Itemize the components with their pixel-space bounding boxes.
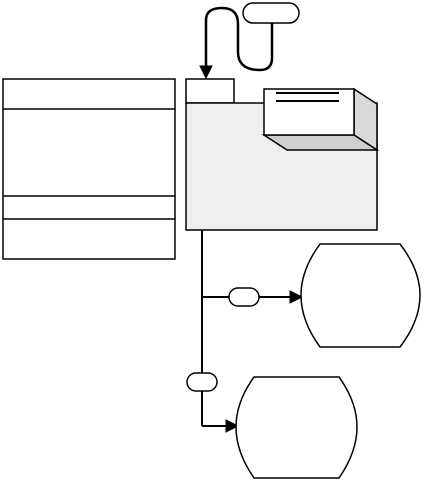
right-datastore: [300, 243, 421, 348]
bottom-datastore: [235, 376, 358, 479]
lower-connector-pill: [186, 372, 218, 392]
branch-bottom-arrowhead: [225, 419, 240, 433]
middle-connector-pill: [228, 287, 260, 307]
top-connector-pill: [242, 2, 300, 24]
top-connector-line: [204, 6, 274, 72]
folder-tab: [185, 78, 235, 104]
top-connector-arrowhead: [199, 65, 213, 80]
isometric-box-front: [263, 88, 355, 136]
left-class-box-frame: [2, 78, 176, 260]
folder-package: [185, 78, 378, 231]
left-class-box: [2, 78, 176, 260]
isometric-box: [261, 87, 380, 152]
branch-right-arrowhead: [289, 290, 304, 304]
